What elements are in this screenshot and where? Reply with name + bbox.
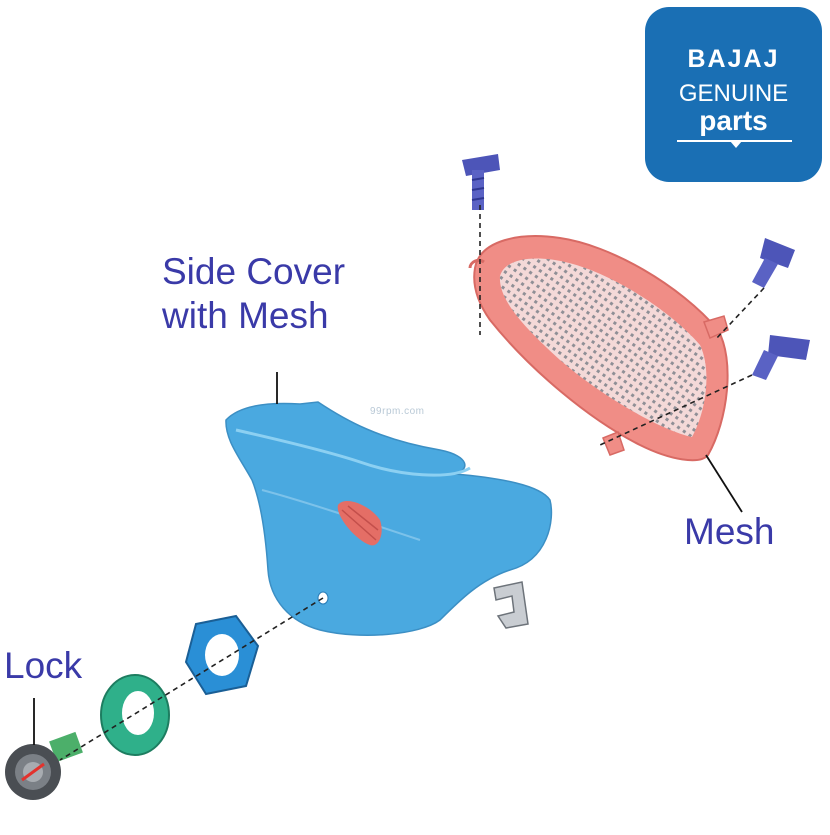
assembly-line-right-upper-screw (714, 287, 765, 341)
assembly-line-lock (59, 597, 324, 761)
retaining-clip-part (493, 581, 529, 629)
leader-mesh (705, 454, 743, 513)
mesh-screw-right-lower (752, 335, 810, 380)
assembly-lines (59, 205, 765, 761)
side-cover-label-line2: with Mesh (162, 295, 329, 336)
side-cover-label: Side Cover with Mesh (162, 250, 345, 338)
mesh-label: Mesh (684, 511, 775, 552)
logo-genuine: GENUINE (678, 80, 789, 107)
leader-lines (33, 372, 743, 745)
logo-arrow-icon (730, 141, 742, 148)
lock-cylinder-part (5, 731, 83, 800)
watermark: 99rpm.com (370, 406, 425, 417)
mesh-screw-top (462, 154, 500, 210)
assembly-line-right-lower-screw (599, 374, 753, 446)
logo-parts: parts (699, 105, 768, 136)
side-cover-part (225, 401, 553, 636)
mesh-screw-right-upper (752, 238, 795, 288)
hex-nut-part (184, 614, 260, 696)
mesh-part (468, 235, 729, 462)
lock-label: Lock (4, 645, 83, 686)
logo-brand: BAJAJ (687, 45, 780, 73)
side-cover-label-line1: Side Cover (162, 251, 346, 292)
bajaj-genuine-parts-logo: BAJAJ GENUINE parts (645, 7, 822, 182)
lock-ring-part (100, 674, 170, 756)
